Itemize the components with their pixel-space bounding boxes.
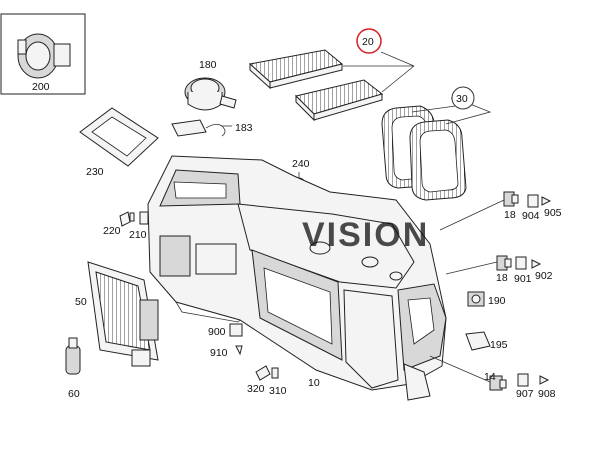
label-902: 902 xyxy=(535,270,553,282)
label-30: 30 xyxy=(456,93,468,105)
part-210-bracket xyxy=(139,211,149,225)
part-902-pin-middle xyxy=(531,259,542,269)
part-910-clip xyxy=(235,345,243,356)
label-210: 210 xyxy=(129,229,147,241)
label-220: 220 xyxy=(103,225,121,237)
label-20: 20 xyxy=(362,36,374,48)
label-60: 60 xyxy=(68,388,80,400)
label-310: 310 xyxy=(269,385,287,397)
label-907: 907 xyxy=(516,388,534,400)
part-20-cabin-filter-lower xyxy=(295,79,384,122)
label-901: 901 xyxy=(514,273,532,285)
highlight-circle-20 xyxy=(356,28,382,54)
part-230-seal-frame xyxy=(79,107,159,167)
label-18-upper: 18 xyxy=(504,209,516,221)
leader-18-upper xyxy=(439,199,505,231)
label-320: 320 xyxy=(247,383,265,395)
label-910: 910 xyxy=(210,347,228,359)
part-180-blower-motor xyxy=(184,77,237,111)
label-195: 195 xyxy=(490,339,508,351)
part-905-pin-upper xyxy=(541,196,552,206)
part-904-connector-upper xyxy=(527,194,539,208)
part-901-connector-middle xyxy=(515,256,527,270)
part-907-connector-lower xyxy=(517,373,529,387)
leader-20-a xyxy=(343,51,415,67)
label-904: 904 xyxy=(522,210,540,222)
part-10-hvac-housing xyxy=(147,155,447,401)
part-320-screw xyxy=(255,365,271,381)
label-190: 190 xyxy=(488,295,506,307)
part-220-connector xyxy=(119,211,135,227)
label-183: 183 xyxy=(235,122,253,134)
label-180: 180 xyxy=(199,59,217,71)
label-200: 200 xyxy=(32,81,50,93)
leader-18-middle xyxy=(445,261,498,275)
part-190-actuator xyxy=(467,291,485,307)
label-900: 900 xyxy=(208,326,226,338)
part-200-motor-thumbnail xyxy=(0,13,86,95)
part-20-cabin-filter-upper xyxy=(248,49,344,90)
part-908-pin-lower xyxy=(539,375,550,385)
part-900-sensor xyxy=(229,323,243,337)
part-30-filter-frame-right xyxy=(409,119,467,201)
watermark-text: VISION xyxy=(302,216,429,254)
callout-circle-30 xyxy=(451,86,475,110)
label-50: 50 xyxy=(75,296,87,308)
part-195-actuator xyxy=(465,331,491,351)
leader-14-lower xyxy=(429,355,491,383)
part-60-expansion-valve xyxy=(65,337,81,375)
label-230: 230 xyxy=(86,166,104,178)
label-14: 14 xyxy=(484,371,496,383)
label-905: 905 xyxy=(544,207,562,219)
leader-20-b xyxy=(381,65,415,93)
part-18-actuator-middle xyxy=(496,255,512,271)
label-10: 10 xyxy=(308,377,320,389)
part-18-actuator-upper xyxy=(503,191,519,207)
label-240: 240 xyxy=(292,158,310,170)
label-18-middle: 18 xyxy=(496,272,508,284)
part-labels: 200 180 20 30 183 230 240 220 210 18 904… xyxy=(32,36,562,400)
part-50-heater-core xyxy=(87,261,159,367)
part-310-clip xyxy=(271,367,279,379)
label-908: 908 xyxy=(538,388,556,400)
part-14-actuator-lower xyxy=(489,375,507,391)
part-183-resistor xyxy=(171,119,232,137)
